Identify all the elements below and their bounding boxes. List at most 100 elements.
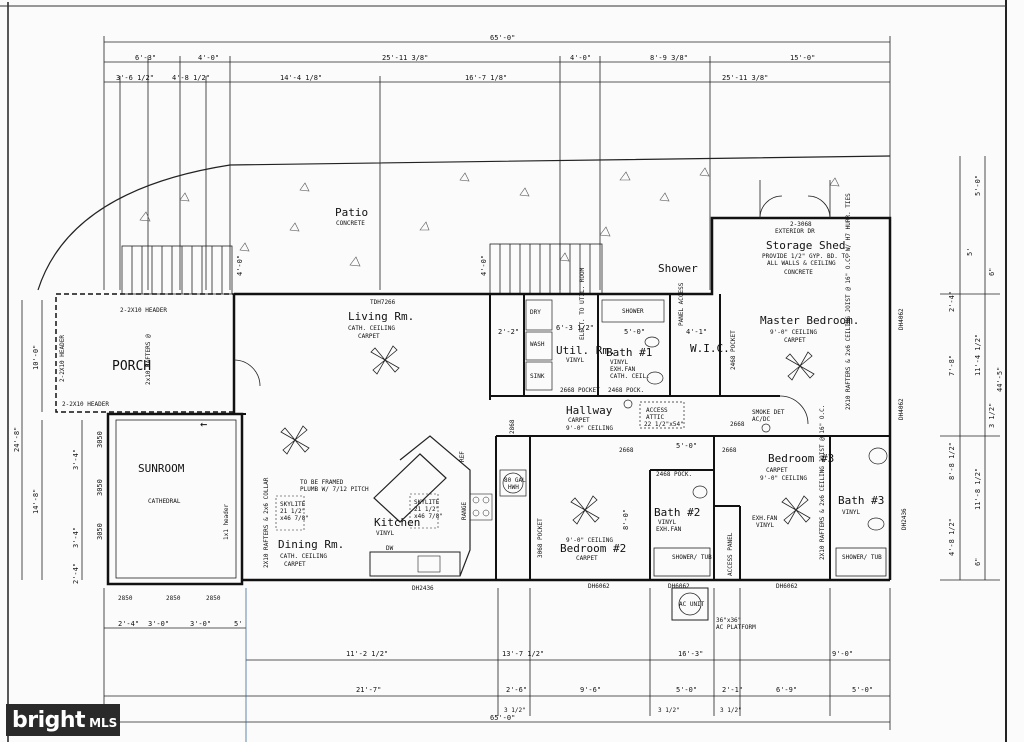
patio: Patio CONCRETE bbox=[37, 155, 891, 291]
door-label: DH2436 bbox=[412, 585, 434, 592]
dim-label: 5' bbox=[234, 620, 242, 628]
dim-overall-top: 65'-0" bbox=[490, 34, 515, 42]
shed-door-label: 2-3068 bbox=[790, 221, 812, 228]
door-label: 2468 POCK. bbox=[656, 471, 692, 478]
dim-label: 6" bbox=[974, 558, 982, 566]
dim-label: 9'-6" bbox=[580, 686, 601, 694]
living-room: Living Rm. CATH. CEILING CARPET TDH7266 bbox=[280, 299, 414, 455]
exterior-walls bbox=[55, 216, 892, 586]
dim-label: 16'-3" bbox=[678, 650, 703, 658]
porch-header: 2-2X10 HEADER bbox=[120, 307, 167, 314]
dim-label: 8'-8 1/2" bbox=[948, 442, 956, 480]
bedroom-3: Bedroom #3 CARPET 9'-0" CEILING EXH.FAN … bbox=[727, 405, 834, 576]
dim-label: 7'-8" bbox=[948, 355, 956, 376]
attic-label: 22 1/2"x54" bbox=[644, 421, 684, 428]
door-label: DH4062 bbox=[898, 308, 905, 330]
right-dimension-labels: 5'-0" 5' 6" 2'-4" 7'-8" 11'-4 1/2" 44'-5… bbox=[948, 175, 1004, 566]
porch: PORCH 2-2X10 HEADER 2-2X10 HEADER 2-2X10… bbox=[59, 307, 261, 408]
washer-label: WASH bbox=[530, 341, 545, 348]
bottom-dimensions bbox=[103, 588, 891, 742]
bedroom-2-label: Bedroom #2 bbox=[560, 542, 626, 555]
util-sub: VINYL bbox=[566, 357, 584, 364]
sunroom-label: SUNROOM bbox=[138, 462, 185, 475]
door-label: DH6062 bbox=[668, 583, 690, 590]
sink-label: SINK bbox=[530, 373, 545, 380]
skylight-label: SKYLITE bbox=[414, 499, 440, 506]
dim-label: 5'-0" bbox=[676, 686, 697, 694]
living-sub: CARPET bbox=[358, 333, 380, 340]
bedroom-2: Bedroom #2 9'-0" CEILING CARPET 3068 POC… bbox=[499, 469, 630, 562]
dim-label: 3050 bbox=[96, 479, 104, 496]
bedroom-3-label: Bedroom #3 bbox=[768, 452, 834, 465]
dining-rafters: 2X10 RAFTERS & 2x6 COLLAR bbox=[263, 477, 270, 568]
master-rafters: 2X10 RAFTERS & 2x6 CEILING JOIST @ 16" O… bbox=[845, 193, 852, 410]
dishwasher-label: DW bbox=[386, 545, 394, 552]
kitchen: SKYLITE 21 1/2" x46 7/8" Kitchen VINYL D… bbox=[369, 435, 493, 577]
left-dimensions bbox=[21, 300, 83, 580]
bath-1: SHOWER Bath #1 VINYL EXH.FAN CATH. CEIL.… bbox=[601, 299, 665, 394]
ceiling-fan-icon bbox=[570, 495, 600, 525]
storage-shed: 2-3068 EXTERIOR DR Storage Shed PROVIDE … bbox=[759, 180, 849, 276]
util-steps bbox=[489, 243, 603, 295]
bedroom3-sub: VINYL bbox=[756, 522, 774, 529]
bath-1-label: Bath #1 bbox=[606, 346, 652, 359]
bedroom2-sub: 9'-0" CEILING bbox=[566, 537, 613, 544]
mls-label: MLS bbox=[89, 716, 118, 730]
door-label: 2850 bbox=[206, 595, 221, 602]
dim-label: 3'-4" bbox=[72, 527, 80, 548]
bedroom3-rafters: 2X10 RAFTERS & 2x6 CEILING JOIST @ 16" O… bbox=[819, 405, 826, 560]
dim-label: 3'-0" bbox=[190, 620, 211, 628]
shed-note: ALL WALLS & CEILING bbox=[767, 260, 836, 267]
skylight-label: 21 1/2" bbox=[414, 506, 439, 513]
skylight-label: SKYLITE bbox=[280, 501, 306, 508]
door-labels: 2668 2668 2668 2868 DH6062 DH6062 DH6062… bbox=[118, 308, 908, 602]
skylight-label: 21 1/2" bbox=[280, 508, 305, 515]
wic-label: W.I.C. bbox=[690, 342, 730, 355]
hallway-sub: CARPET bbox=[568, 417, 590, 424]
dim-label: 3'-6 1/2" bbox=[116, 74, 154, 82]
dim-label: 5'-0" bbox=[624, 328, 645, 336]
smoke-detector-label: SMOKE DET bbox=[752, 409, 785, 416]
dim-label: 3 1/2" bbox=[720, 707, 742, 714]
utility-room: DRY WASH SINK Util. Rm. VINYL 2668 POCKE… bbox=[525, 267, 616, 394]
dining-note: TO BE FRAMED bbox=[300, 479, 344, 486]
dim-label: 4'-0" bbox=[570, 54, 591, 62]
dim-label: 15'-0" bbox=[790, 54, 815, 62]
hallway-label: Hallway bbox=[566, 404, 613, 417]
dim-label: 2'-6" bbox=[506, 686, 527, 694]
dining-room-label: Dining Rm. bbox=[278, 538, 344, 551]
dining-room: Dining Rm. CATH. CEILING CARPET TO BE FR… bbox=[263, 477, 369, 568]
bath2-sub: EXH.FAN bbox=[656, 526, 682, 533]
arrow-icon: ← bbox=[200, 417, 207, 431]
attic-label: ATTIC bbox=[646, 414, 664, 421]
door-label: 2668 POCKET bbox=[560, 387, 600, 394]
ceiling-fan-icon bbox=[781, 495, 811, 525]
dim-label: 6'-3" bbox=[135, 54, 156, 62]
door-label: 2868 bbox=[509, 419, 516, 434]
dryer-label: DRY bbox=[530, 309, 541, 316]
dim-label: 5'-0" bbox=[676, 442, 697, 450]
dim-label: 8'-9 3/8" bbox=[650, 54, 688, 62]
door-label: 2668 bbox=[722, 447, 737, 454]
dim-label: 3'-0" bbox=[148, 620, 169, 628]
dim-label: 2'-4" bbox=[948, 291, 956, 312]
dim-label: 3'-4" bbox=[72, 449, 80, 470]
dim-label: 3 1/2" bbox=[988, 403, 996, 428]
dim-label: 6'-3 1/2" bbox=[556, 324, 594, 332]
shed-note: CONCRETE bbox=[784, 269, 813, 276]
dim-label: 3050 bbox=[96, 431, 104, 448]
door-label: 2668 bbox=[730, 421, 745, 428]
right-dimensions bbox=[940, 156, 1000, 581]
living-sub: CATH. CEILING bbox=[348, 325, 395, 332]
bath3-sub: VINYL bbox=[842, 509, 860, 516]
misc-dimensions: 6'-3 1/2" 2'-2" 4'-0" 4'-0" bbox=[236, 255, 594, 336]
attic-label: ACCESS bbox=[646, 407, 668, 414]
dim-label: 25'-11 3/8" bbox=[722, 74, 768, 82]
watermark: bright MLS bbox=[6, 704, 120, 736]
bath1-sub: VINYL bbox=[610, 359, 628, 366]
hallway-sub: 9'-0" CEILING bbox=[566, 425, 613, 432]
ref-label: REF bbox=[459, 451, 466, 462]
bedroom3-sub: CARPET bbox=[766, 467, 788, 474]
util-room-label: Util. Rm. bbox=[556, 344, 616, 357]
